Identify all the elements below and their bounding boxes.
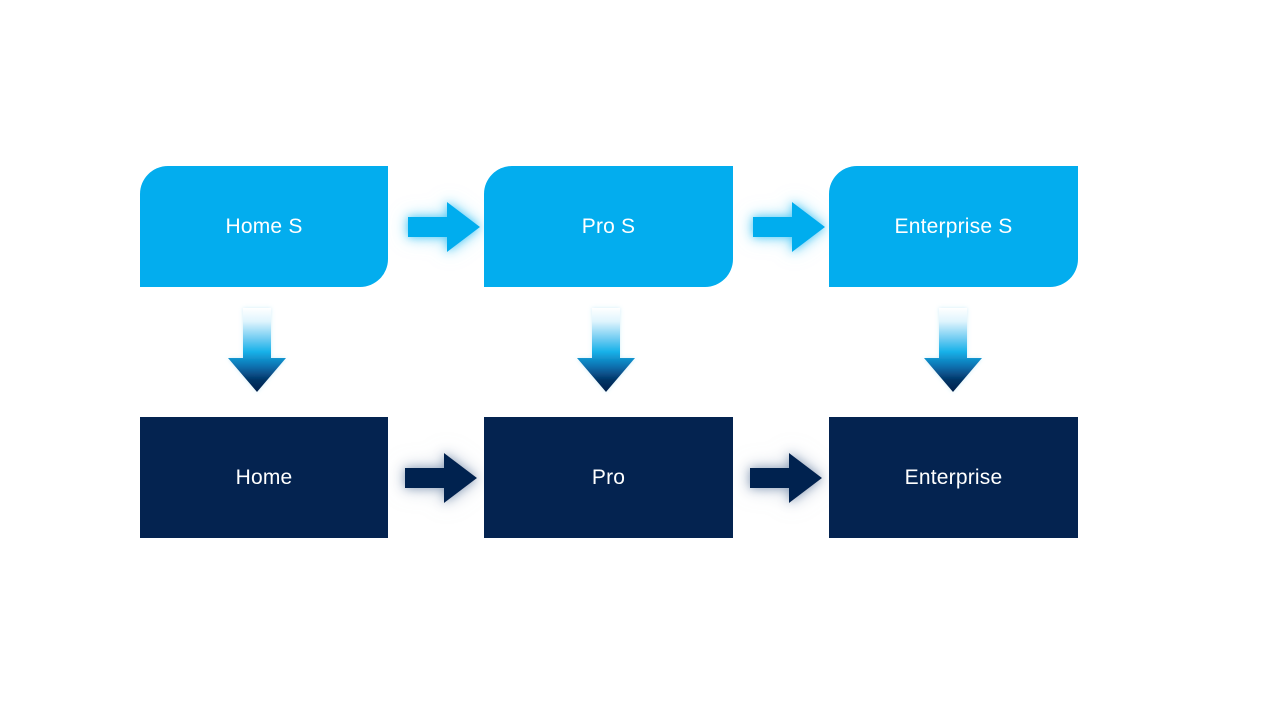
connector-home-s-to-pro-s[interactable]: [408, 202, 480, 252]
connector-pro-to-enterprise[interactable]: [750, 453, 822, 503]
node-label: Home S: [225, 214, 303, 238]
connector-pro-s-to-enterprise-s[interactable]: [753, 202, 825, 252]
node-home[interactable]: Home: [140, 417, 388, 538]
node-label: Pro: [591, 465, 626, 489]
connector-home-s-to-home[interactable]: [228, 308, 286, 392]
connector-enterprise-s-to-enterprise[interactable]: [924, 308, 982, 392]
connector-pro-s-to-pro[interactable]: [577, 308, 635, 392]
node-enterprise[interactable]: Enterprise: [829, 417, 1078, 538]
node-home-s[interactable]: Home S: [140, 166, 388, 287]
node-pro[interactable]: Pro: [484, 417, 733, 538]
node-label: Pro S: [581, 214, 636, 238]
connector-home-to-pro[interactable]: [405, 453, 477, 503]
node-label: Enterprise S: [894, 214, 1013, 238]
node-label: Home: [235, 465, 293, 489]
node-pro-s[interactable]: Pro S: [484, 166, 733, 287]
node-enterprise-s[interactable]: Enterprise S: [829, 166, 1078, 287]
node-label: Enterprise: [904, 465, 1003, 489]
